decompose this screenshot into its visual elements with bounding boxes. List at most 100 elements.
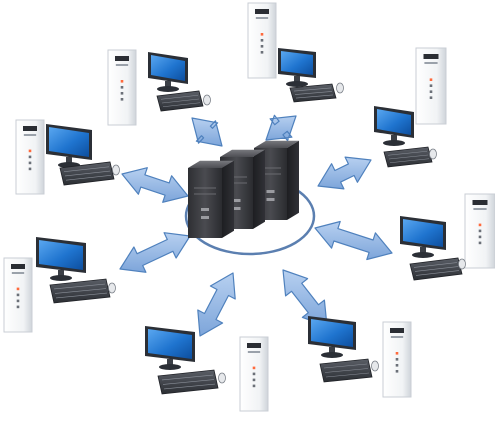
mouse — [336, 82, 344, 94]
server-side — [222, 160, 234, 238]
keyboard-key-row — [389, 158, 430, 164]
monitor-neck — [165, 81, 171, 88]
connection-arrow-1 — [191, 117, 223, 147]
tower-slot — [390, 336, 404, 338]
workstation-6 — [3, 237, 116, 333]
tower-led — [16, 299, 20, 303]
keyboard-key-row — [64, 170, 111, 177]
tower-led — [28, 167, 32, 171]
keyboard-key-row — [160, 94, 199, 100]
keyboard-key-row — [55, 292, 108, 299]
server-drive-slot — [201, 208, 209, 211]
keyboard-key-row — [413, 262, 458, 268]
workstation-7 — [15, 119, 120, 195]
monitor-screen — [151, 55, 185, 81]
keyboard-key-row — [325, 372, 370, 378]
keyboard-key-row — [323, 363, 368, 369]
tower-drive-bay — [390, 328, 404, 333]
server-drive-slot — [266, 198, 275, 201]
tower-led — [16, 305, 20, 309]
tower-led — [120, 80, 124, 83]
tower-led — [260, 39, 264, 42]
server-3 — [188, 160, 234, 238]
server-top — [254, 140, 299, 148]
tower-led — [252, 384, 256, 388]
workstation-8 — [107, 49, 211, 126]
server-1 — [254, 140, 299, 220]
tower-slot — [115, 64, 129, 66]
keyboard-key-row — [162, 102, 201, 108]
tower-drive-bay — [423, 54, 439, 59]
keyboard-key-row — [415, 270, 460, 276]
monitor-screen — [39, 240, 83, 270]
keyboard-key-row — [387, 150, 428, 156]
connection-arrow-2 — [265, 114, 297, 142]
tower-drive-bay — [115, 56, 129, 61]
keyboard-key-row — [162, 379, 215, 385]
mouse — [203, 94, 211, 106]
tower-drive-bay — [247, 343, 261, 348]
tower-led — [478, 229, 482, 233]
server-drive-slot — [232, 207, 241, 210]
workstation-2 — [374, 47, 447, 168]
tower-slot — [23, 134, 37, 136]
monitor-stand — [50, 275, 72, 281]
monitor-stand — [321, 352, 343, 358]
tower-led — [429, 90, 433, 93]
keyboard-key-row — [324, 368, 369, 373]
keyboard-key-row — [161, 98, 200, 104]
server-front — [188, 168, 222, 238]
tower-drive-bay — [472, 200, 488, 205]
monitor-neck — [66, 157, 72, 164]
monitor-neck — [420, 247, 426, 254]
tower-led — [16, 287, 20, 291]
monitor-neck — [167, 359, 173, 366]
connection-arrow-6 — [197, 272, 236, 337]
mouse — [108, 282, 116, 294]
server-top — [220, 149, 265, 157]
monitor-neck — [391, 135, 397, 142]
server-drive-slot — [232, 199, 241, 202]
tower-led — [395, 364, 399, 367]
keyboard-key-row — [388, 154, 429, 160]
monitor-neck — [58, 270, 64, 277]
tower-led — [260, 51, 264, 54]
tower-led — [478, 235, 482, 239]
monitor-screen — [148, 329, 192, 359]
server-drive-slot — [266, 190, 275, 193]
connection-arrow-7 — [119, 232, 191, 273]
tower-led — [395, 370, 399, 373]
tower-led — [120, 86, 124, 89]
tower-led — [260, 33, 264, 36]
mouse — [371, 360, 379, 372]
keyboard-key-row — [63, 166, 110, 172]
monitor-stand — [383, 140, 405, 146]
tower-led — [429, 84, 433, 87]
monitor-screen — [403, 219, 443, 247]
tower-led — [16, 293, 20, 297]
mouse — [458, 258, 466, 270]
tower-slot — [473, 208, 487, 210]
mouse — [429, 148, 437, 160]
tower-led — [260, 45, 264, 48]
keyboard-key-row — [295, 94, 334, 99]
tower-led — [429, 78, 433, 81]
monitor-neck — [294, 76, 300, 83]
tower-drive-bay — [255, 9, 269, 14]
keyboard-key-row — [161, 374, 214, 381]
server-side — [287, 140, 299, 220]
server-drive-slot — [201, 216, 209, 219]
monitor-neck — [329, 347, 335, 354]
tower-led — [429, 96, 433, 99]
tower-led — [28, 161, 32, 165]
keyboard-key-row — [293, 87, 332, 92]
tower-slot — [247, 351, 261, 353]
workstation-1 — [247, 2, 344, 103]
tower-led — [478, 241, 482, 245]
keyboard-key-row — [53, 283, 106, 290]
mouse — [112, 164, 120, 176]
tower-led — [28, 149, 32, 153]
workstation-5 — [145, 326, 269, 412]
monitor-stand — [412, 252, 434, 258]
